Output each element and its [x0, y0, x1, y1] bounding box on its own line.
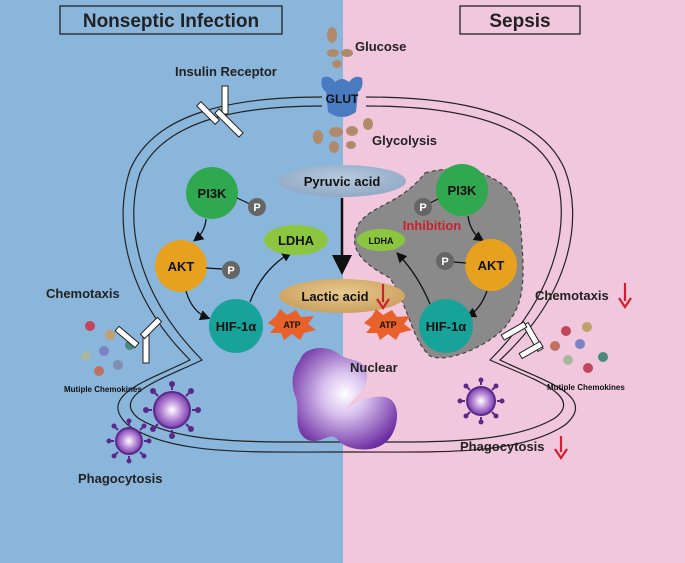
left-pathogen-small-icon [106, 418, 152, 464]
right-atp-burst: ATP [364, 309, 412, 340]
nucleus-icon [292, 348, 398, 450]
glut-transporter: GLUT [321, 76, 363, 117]
right-akt-node [465, 239, 517, 291]
pyruvic-acid-node: Pyruvic acid [278, 165, 406, 197]
left-akt-node [155, 240, 207, 292]
left-hif-node [209, 299, 263, 353]
left-p2-badge [222, 261, 240, 279]
left-pi3k-label: PI3K [198, 186, 228, 201]
right-hif-label: HIF-1α [426, 319, 467, 334]
left-pi3k-node [186, 167, 238, 219]
left-title-box: Nonseptic Infection [59, 5, 283, 35]
right-chemokines-label: Mutiple Chemokines [547, 383, 625, 392]
glycolysis-particles [313, 118, 373, 153]
right-pi3k-label: PI3K [448, 183, 478, 198]
left-title: Nonseptic Infection [83, 11, 259, 32]
left-ldha-label: LDHA [278, 233, 315, 248]
left-chemokine-receptor-icon [114, 316, 163, 364]
right-chemotaxis-decrease-arrow [618, 283, 632, 309]
right-ldha-label: LDHA [369, 236, 394, 246]
left-pathogen-large-icon [143, 381, 201, 439]
left-p1-badge [248, 198, 266, 216]
left-p1-label: P [253, 202, 260, 214]
left-ldha-node [264, 225, 328, 255]
right-phagocytosis-decrease-arrow [554, 436, 568, 460]
right-chemokine-receptor-icon [500, 321, 544, 360]
right-chemokine-dots [550, 322, 608, 373]
glut-label: GLUT [326, 92, 359, 106]
right-pi3k-node [436, 164, 488, 216]
lactic-acid-node: Lactic acid [279, 279, 405, 313]
right-ldha-node [357, 229, 405, 251]
right-p2-badge [436, 252, 454, 270]
left-atp-label: ATP [283, 320, 300, 330]
left-pathway: PI3K P AKT P HIF-1α LDHA ATP [155, 167, 328, 353]
glycolysis-label: Glycolysis [372, 133, 437, 148]
insulin-receptor-icon [195, 85, 244, 138]
nuclear-label: Nuclear [350, 360, 398, 375]
glucose-label: Glucose [355, 39, 406, 54]
left-hif-label: HIF-1α [216, 319, 257, 334]
right-pathogen-icon [457, 377, 505, 425]
lactic-decrease-arrow [376, 284, 390, 310]
right-p2-label: P [441, 256, 448, 268]
pyruvic-acid-label: Pyruvic acid [304, 174, 381, 189]
left-atp-burst: ATP [268, 309, 316, 340]
right-title-box: Sepsis [459, 5, 581, 35]
left-phagocytosis-label: Phagocytosis [78, 471, 163, 486]
right-p1-badge [414, 198, 432, 216]
right-atp-label: ATP [379, 320, 396, 330]
right-hif-node [419, 299, 473, 353]
right-akt-label: AKT [478, 258, 505, 273]
left-p2-label: P [227, 265, 234, 277]
left-chemokine-dots [81, 321, 135, 376]
right-chemotaxis-label: Chemotaxis [535, 288, 609, 303]
left-chemotaxis-label: Chemotaxis [46, 286, 120, 301]
left-akt-label: AKT [168, 259, 195, 274]
lactic-acid-label: Lactic acid [301, 289, 368, 304]
right-pathway: PI3K P Inhibition AKT P HIF-1α LDHA ATP [357, 164, 517, 353]
inhibition-label: Inhibition [403, 218, 462, 233]
right-phagocytosis-label: Phagocytosis [460, 439, 545, 454]
right-p1-label: P [419, 202, 426, 214]
right-title: Sepsis [489, 11, 550, 32]
left-chemokines-label: Mutiple Chemokines [64, 385, 142, 394]
insulin-receptor-label: Insulin Receptor [175, 64, 277, 79]
glucose-particles [327, 27, 353, 68]
